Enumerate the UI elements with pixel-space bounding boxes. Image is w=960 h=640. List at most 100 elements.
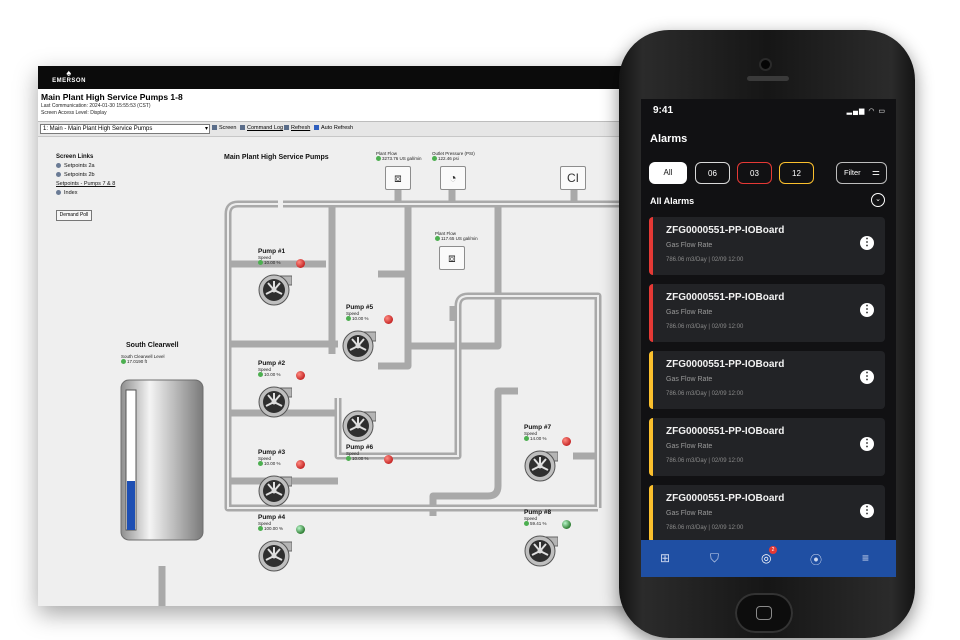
ok-icon	[258, 526, 263, 531]
grid-icon[interactable]: ⊞	[660, 551, 671, 565]
pump-name: Pump #4	[258, 514, 286, 521]
screen-header: Main Plant High Service Pumps 1-8 Last C…	[38, 89, 638, 122]
alarm-subtitle: Gas Flow Rate	[666, 510, 713, 517]
pump-readout: Pump #8 Speed 59.41 %	[524, 509, 551, 526]
more-options-icon[interactable]: ⋮	[860, 437, 874, 451]
ci-analyzer[interactable]: CI	[560, 166, 586, 190]
link-label: Setpoints 2b	[64, 172, 95, 178]
command-log-link[interactable]: Command Log	[240, 125, 283, 131]
emerson-logo: ♠ EMERSON	[46, 68, 92, 84]
more-options-icon[interactable]: ⋮	[860, 303, 874, 317]
refresh-label: Refresh	[291, 125, 311, 131]
pump-speed-value: 10.00 %	[264, 372, 281, 377]
home-square-icon	[756, 606, 772, 620]
mid-flow-value: 117.65 US gal/min	[441, 236, 478, 241]
pump-speed-label: Speed	[346, 451, 360, 456]
home-button[interactable]	[735, 593, 793, 633]
status-time: 9:41	[653, 105, 674, 116]
filter-chip-all[interactable]: All	[649, 162, 687, 184]
screen-link-item[interactable]: Setpoints 2a	[56, 163, 115, 169]
pump-icon[interactable]	[524, 533, 559, 567]
pump-name: Pump #1	[258, 248, 286, 255]
alarm-card[interactable]: ZFG0000551-PP-IOBoard Gas Flow Rate 786.…	[649, 351, 885, 409]
alarm-subtitle: Gas Flow Rate	[666, 443, 713, 450]
outlet-pressure-readout: Outlet Pressure (PSI)122.46 psi	[432, 151, 475, 161]
camera-icon	[761, 60, 770, 69]
chevron-down-icon: ▾	[204, 126, 208, 132]
filter-chip-03[interactable]: 03	[737, 162, 772, 184]
status-icons: ▂▄▆ ◠ ▭	[846, 108, 886, 115]
filter-label: Filter	[844, 168, 861, 177]
pump-speed-value: 10.00 %	[352, 316, 369, 321]
pump-name: Pump #2	[258, 360, 286, 367]
alarm-card[interactable]: ZFG0000551-PP-IOBoard Gas Flow Rate 786.…	[649, 418, 885, 476]
severity-bar	[649, 485, 653, 543]
ok-icon	[376, 156, 381, 161]
filter-button[interactable]: Filter ⚌	[836, 162, 887, 184]
alarm-card[interactable]: ZFG0000551-PP-IOBoard Gas Flow Rate 786.…	[649, 217, 885, 275]
pump-icon[interactable]	[258, 384, 293, 418]
screen-select[interactable]: 1: Main - Main Plant High Service Pumps …	[40, 124, 210, 134]
screen-link-item[interactable]: Setpoints - Pumps 7 & 8	[56, 181, 115, 187]
location-shield-icon[interactable]: ⛉	[710, 551, 720, 565]
tank-level-label: South Clearwell Level	[121, 354, 165, 359]
pump-speed-value: 10.00 %	[264, 461, 281, 466]
pump-speed-label: Speed	[258, 255, 272, 260]
flow-meter-icon[interactable]: ⧈	[385, 166, 411, 190]
flow-meter-icon[interactable]: ⧈	[439, 246, 465, 270]
refresh-link[interactable]: Refresh	[284, 125, 310, 131]
pump-speed-label: Speed	[258, 456, 272, 461]
alarm-icon[interactable]: ◎	[761, 551, 772, 565]
outlet-pressure-value: 122.46 psi	[438, 156, 459, 161]
pump-speed-value: 10.00 %	[264, 260, 281, 265]
alarm-card[interactable]: ZFG0000551-PP-IOBoard Gas Flow Rate 786.…	[649, 485, 885, 543]
alarm-title: ZFG0000551-PP-IOBoard	[666, 225, 785, 236]
demand-poll-button[interactable]: Demand Poll	[56, 210, 92, 221]
screen-select-value: 1: Main - Main Plant High Service Pumps	[43, 126, 153, 132]
ok-icon	[524, 521, 529, 526]
ok-icon	[432, 156, 437, 161]
alarm-title: ZFG0000551-PP-IOBoard	[666, 426, 785, 437]
pump-name: Pump #8	[524, 509, 552, 516]
alarm-meta: 786.06 m3/Day | 02/09 12:00	[666, 525, 744, 531]
pump-name: Pump #5	[346, 304, 374, 311]
more-options-icon[interactable]: ⋮	[860, 504, 874, 518]
piping-diagram	[158, 176, 638, 606]
pump-readout: Pump #2 Speed 10.00 %	[258, 360, 285, 377]
pump-icon[interactable]	[258, 272, 293, 306]
menu-icon[interactable]: ≡	[862, 551, 870, 565]
filter-chip-06[interactable]: 06	[695, 162, 730, 184]
auto-refresh-label: Auto Refresh	[321, 125, 354, 131]
alarm-card[interactable]: ZFG0000551-PP-IOBoard Gas Flow Rate 786.…	[649, 284, 885, 342]
pump-icon[interactable]	[342, 328, 377, 362]
pump-icon[interactable]	[258, 473, 293, 507]
plant-flow-value: 3273.76 US gal/min	[382, 156, 422, 161]
tank-level-value: 17.0190 ft	[127, 359, 148, 364]
pressure-gauge-icon[interactable]: ◔	[440, 166, 466, 190]
screen-link-item[interactable]: Setpoints 2b	[56, 172, 115, 178]
more-options-icon[interactable]: ⋮	[860, 236, 874, 250]
signal-icon[interactable]: ⦿	[810, 553, 823, 567]
pump-icon[interactable]	[524, 448, 559, 482]
tank-level-bar	[127, 481, 135, 530]
pump-name: Pump #6	[346, 444, 374, 451]
auto-refresh-checkbox[interactable]: Auto Refresh	[314, 125, 353, 131]
tank-name: South Clearwell	[126, 342, 179, 349]
all-alarms-heading: All Alarms	[650, 196, 695, 206]
screen-button[interactable]: Screen	[212, 125, 236, 131]
chevron-down-icon[interactable]: ⌄	[871, 193, 885, 207]
speaker-grille	[747, 76, 789, 81]
more-options-icon[interactable]: ⋮	[860, 370, 874, 384]
pump-name: Pump #3	[258, 449, 286, 456]
pump-icon[interactable]	[258, 538, 293, 572]
scada-window: ♠ EMERSON Main Plant High Service Pumps …	[38, 66, 638, 606]
alarm-meta: 786.06 m3/Day | 02/09 12:00	[666, 257, 744, 263]
pump-icon[interactable]	[342, 408, 377, 442]
pump-readout: Pump #6 Speed 10.00 %	[346, 444, 373, 461]
alarm-count-badge: 2	[769, 546, 777, 554]
screen-link-item[interactable]: Index	[56, 190, 115, 196]
clearwell-tank[interactable]	[120, 376, 204, 546]
ok-icon	[258, 260, 263, 265]
filter-chip-12[interactable]: 12	[779, 162, 814, 184]
